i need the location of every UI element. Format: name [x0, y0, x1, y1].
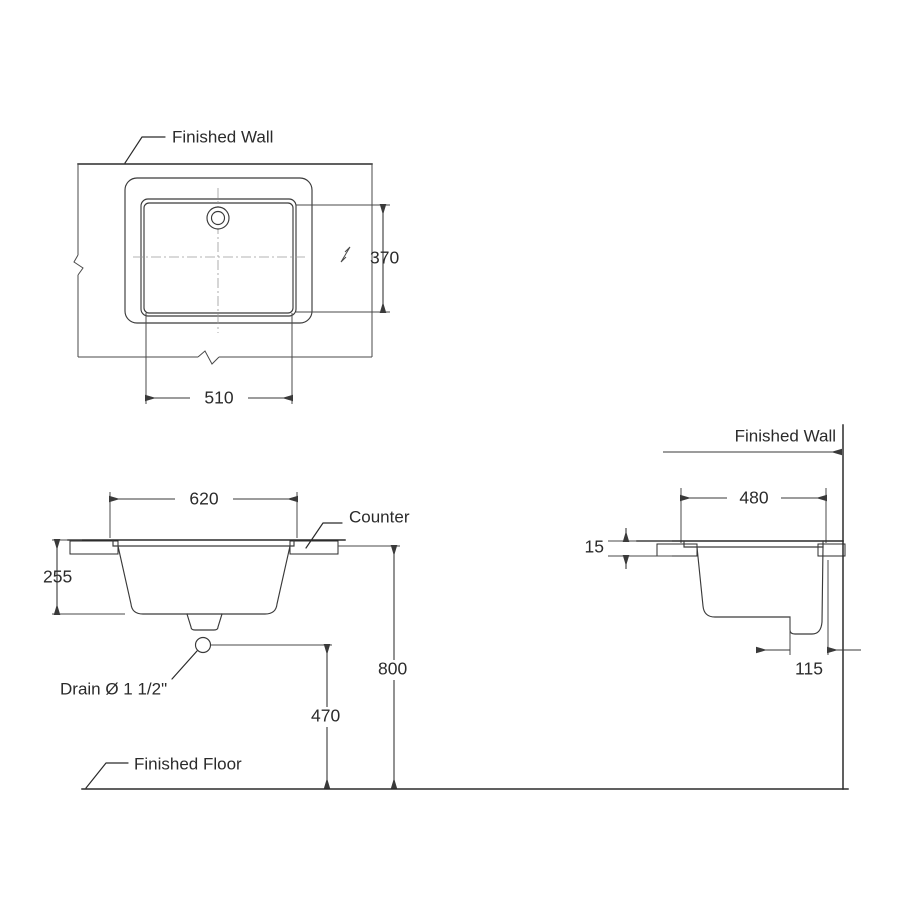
counter-label-leader [305, 522, 343, 549]
drain-hole-inner-ring [210, 210, 226, 226]
side-section-view-group: Finished Wall 480 15 115 [585, 424, 861, 790]
drain-hole-outer-ring [206, 206, 230, 230]
dim-800-value: 800 [378, 659, 407, 679]
finished-floor-leader [85, 762, 129, 789]
counter-slab-right [289, 540, 339, 555]
dim-370-value: 370 [370, 248, 399, 268]
dim-510-value: 510 [204, 388, 233, 408]
counter-label: Counter [349, 507, 410, 526]
dim-470-text-backing [305, 707, 351, 727]
sink-rim-flange-front [112, 539, 295, 547]
finished-wall-label-side: Finished Wall [735, 426, 836, 445]
sink-bowl-profile-front [117, 545, 291, 615]
finished-floor-label: Finished Floor [134, 754, 242, 773]
dim-510-text-backing [190, 388, 248, 408]
counter-cutout-outline [124, 177, 313, 324]
finished-wall-label-top: Finished Wall [172, 127, 273, 146]
dim-480-text-backing [727, 488, 781, 508]
dim-620-value: 620 [189, 489, 218, 509]
dim-470-value: 470 [311, 706, 340, 726]
top-view-group: Finished Wall 370 510 [73, 127, 399, 408]
dim-620-text-backing [175, 489, 233, 509]
counter-slab-left [69, 540, 119, 555]
dim-255-value: 255 [43, 567, 72, 587]
counter-slab-left-side [656, 543, 698, 557]
dim-480-value: 480 [739, 488, 768, 508]
drain-boss-front [186, 613, 223, 631]
dim-15-value: 15 [585, 537, 604, 557]
drain-label-leader [171, 650, 198, 680]
drain-spec-label: Drain Ø 1 1/2" [60, 679, 167, 698]
top-view-break-symbol-bottom [197, 350, 220, 365]
sink-bowl-profile-side [696, 546, 824, 635]
front-section-view-group: 620 255 Counter Drain Ø 1 1/2" 470 [43, 489, 849, 790]
counter-slab-right-side [817, 543, 846, 557]
dim-370-break-symbol [340, 246, 351, 263]
finished-wall-leader-top [124, 136, 166, 164]
sink-rim-inner [143, 202, 294, 314]
dim-800-text-backing [372, 660, 418, 680]
drain-center-marker [194, 636, 212, 654]
top-view-break-symbol-left [73, 254, 84, 276]
dim-115-value: 115 [795, 659, 823, 679]
sink-rim-outer [140, 198, 297, 317]
sink-rim-flange-side [683, 540, 824, 548]
